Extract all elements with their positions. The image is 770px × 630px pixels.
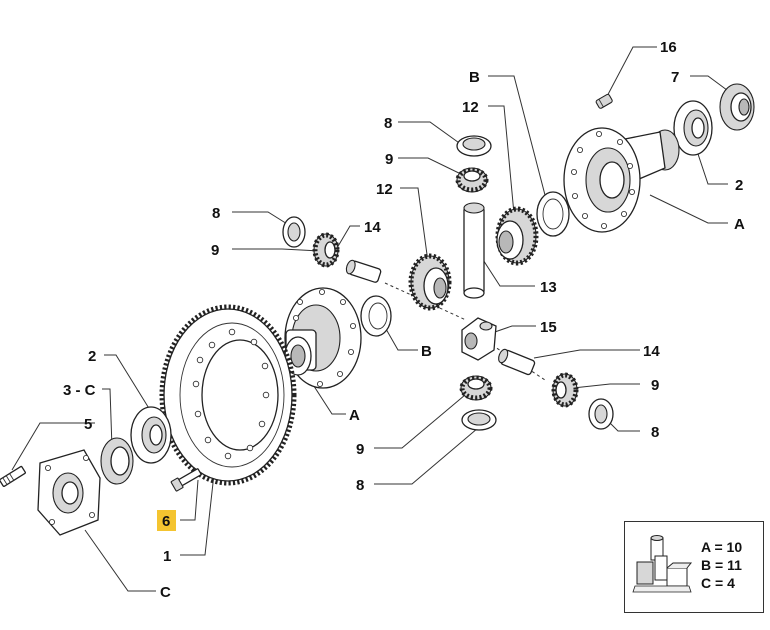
callout-6: 6	[162, 513, 170, 530]
callout-1: 1	[163, 548, 171, 565]
callout-9-top: 9	[385, 151, 393, 168]
leader-lines	[11, 46, 736, 592]
callout-B-top: B	[469, 69, 480, 86]
callout-A-right: A	[734, 216, 745, 233]
pinion-gear-part-9-left	[312, 232, 340, 268]
legend-list: A = 10 B = 11 C = 4	[701, 538, 742, 592]
washer-part-8-bottom	[461, 409, 497, 431]
callout-12-top: 12	[462, 99, 479, 116]
bearing-part-2-right	[673, 100, 713, 156]
callout-8-bottom: 8	[356, 477, 364, 494]
callout-5: 5	[84, 416, 92, 433]
cross-pin-part-13	[463, 202, 485, 299]
bolt-part-6	[170, 468, 202, 492]
washer-part-8-right	[588, 398, 614, 430]
callout-8-left: 8	[212, 205, 220, 222]
callout-12-mid: 12	[376, 181, 393, 198]
callout-C: C	[160, 584, 171, 601]
washer-part-8-left	[282, 216, 306, 248]
callout-14-left: 14	[364, 219, 381, 236]
callout-7: 7	[671, 69, 679, 86]
side-gear-part-12-mid	[408, 253, 452, 311]
part-6-highlight	[157, 510, 176, 531]
roll-pin-part-16	[595, 93, 613, 109]
bolt-part-5	[0, 465, 26, 487]
kit-boxes-icon	[632, 535, 693, 593]
bushing-part-14-left	[345, 259, 382, 283]
legend-item-B: B = 11	[701, 557, 742, 573]
legend-item-C: C = 4	[701, 575, 735, 591]
oil-seal-part-3-C	[100, 437, 134, 485]
callout-2-right: 2	[735, 177, 743, 194]
callout-16: 16	[660, 39, 677, 56]
callout-9-bottom: 9	[356, 441, 364, 458]
thrust-washer-part-B-mid	[360, 295, 392, 337]
ring-gear-part-1	[159, 304, 297, 486]
callout-8-top: 8	[384, 115, 392, 132]
washer-part-8-top	[456, 135, 492, 157]
callout-2-left: 2	[88, 348, 96, 365]
callout-9-left: 9	[211, 242, 219, 259]
cover-plate-part-C	[37, 449, 101, 536]
pinion-gear-part-9-top	[455, 167, 489, 193]
differential-case-part-A-right	[563, 127, 680, 233]
bushing-part-14-right	[498, 348, 536, 376]
differential-case-part-A-mid	[284, 287, 362, 389]
center-block-part-15	[461, 317, 497, 361]
thrust-washer-part-B-top	[536, 191, 570, 237]
callout-labels: 16 7 B 12 8 9 12 2 A 8 14 9 13 15 B 2 14…	[63, 39, 745, 601]
callout-B-mid: B	[421, 343, 432, 360]
bearing-part-2-left	[130, 406, 172, 464]
side-gear-part-12-top	[495, 206, 539, 266]
callout-3-C: 3 - C	[63, 382, 96, 399]
callout-9-right: 9	[651, 377, 659, 394]
pinion-gear-part-9-right	[551, 372, 579, 408]
oil-seal-part-7	[719, 83, 755, 131]
callout-8-right: 8	[651, 424, 659, 441]
callout-A-mid: A	[349, 407, 360, 424]
pinion-gear-part-9-bottom	[459, 375, 493, 401]
callout-14-right: 14	[643, 343, 660, 360]
legend-item-A: A = 10	[701, 539, 743, 555]
kit-legend: A = 10 B = 11 C = 4	[624, 521, 764, 613]
callout-15: 15	[540, 319, 557, 336]
callout-13: 13	[540, 279, 557, 296]
